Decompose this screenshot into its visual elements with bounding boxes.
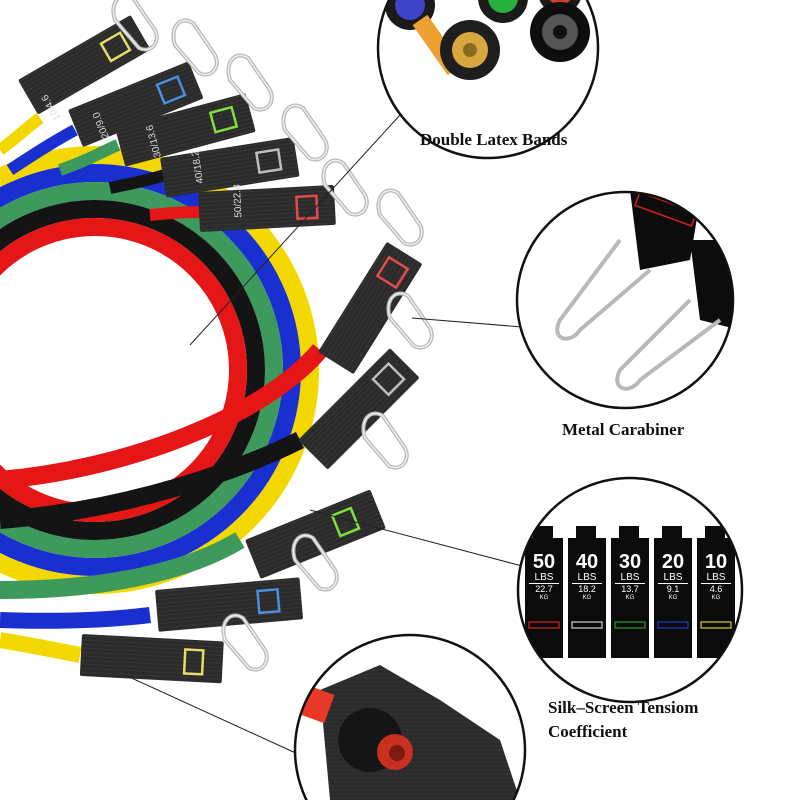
tag-kg-unit: KG: [668, 595, 678, 601]
leader-lines: [124, 114, 523, 756]
tag-lbs-value: 10: [704, 551, 728, 573]
tag-lbs-value: 20: [661, 551, 685, 573]
callout-circle-carabiner: [515, 190, 735, 410]
tag-kg-unit: KG: [539, 595, 549, 601]
label-silk-screen-line1: Silk–Screen Tensiom: [548, 698, 699, 717]
label-silk-screen-line2: Coefficient: [548, 722, 628, 741]
callout-circle-handle-end: [293, 633, 527, 805]
tag-lbs-unit: LBS: [529, 572, 559, 584]
tag-10: 10 LBS 4.6 KG: [697, 552, 735, 602]
tag-kg-value: 9.1: [666, 584, 680, 594]
tag-kg-unit: KG: [625, 595, 635, 601]
callout-circle-silk-screen: [516, 476, 744, 704]
label-metal-carabiner: Metal Carabiner: [562, 420, 685, 439]
tag-20: 20 LBS 9.1 KG: [654, 552, 692, 602]
label-double-latex-bands: Double Latex Bands: [420, 130, 568, 149]
tag-kg-value: 22.7: [535, 584, 553, 594]
tag-kg-unit: KG: [582, 595, 592, 601]
upper-straps: [0, 0, 369, 232]
tag-lbs-unit: LBS: [572, 572, 602, 584]
tag-kg-value: 4.6: [709, 584, 723, 594]
tag-40: 40 LBS 18.2 KG: [568, 552, 606, 602]
tag-lbs-value: 50: [532, 551, 556, 573]
tag-kg-unit: KG: [711, 595, 721, 601]
tag-lbs-unit: LBS: [658, 572, 688, 584]
tag-lbs-value: 30: [618, 551, 642, 573]
tag-kg-value: 18.2: [578, 584, 596, 594]
tag-lbs-value: 40: [575, 551, 599, 573]
tag-lbs-unit: LBS: [615, 572, 645, 584]
strap-rating-red: 50/22.8: [231, 184, 245, 218]
lower-straps: [0, 188, 434, 684]
tag-kg-value: 13.7: [621, 584, 639, 594]
label-silk-screen: Silk–Screen Tensiom Coefficient: [548, 696, 698, 744]
tag-lbs-unit: LBS: [701, 572, 731, 584]
tag-50: 50 LBS 22.7 KG: [525, 552, 563, 602]
strap-lbs: 50: [232, 206, 245, 218]
strap-lbs: 40: [193, 171, 207, 185]
strap-kg: 22.8: [231, 184, 244, 205]
tag-30: 30 LBS 13.7 KG: [611, 552, 649, 602]
